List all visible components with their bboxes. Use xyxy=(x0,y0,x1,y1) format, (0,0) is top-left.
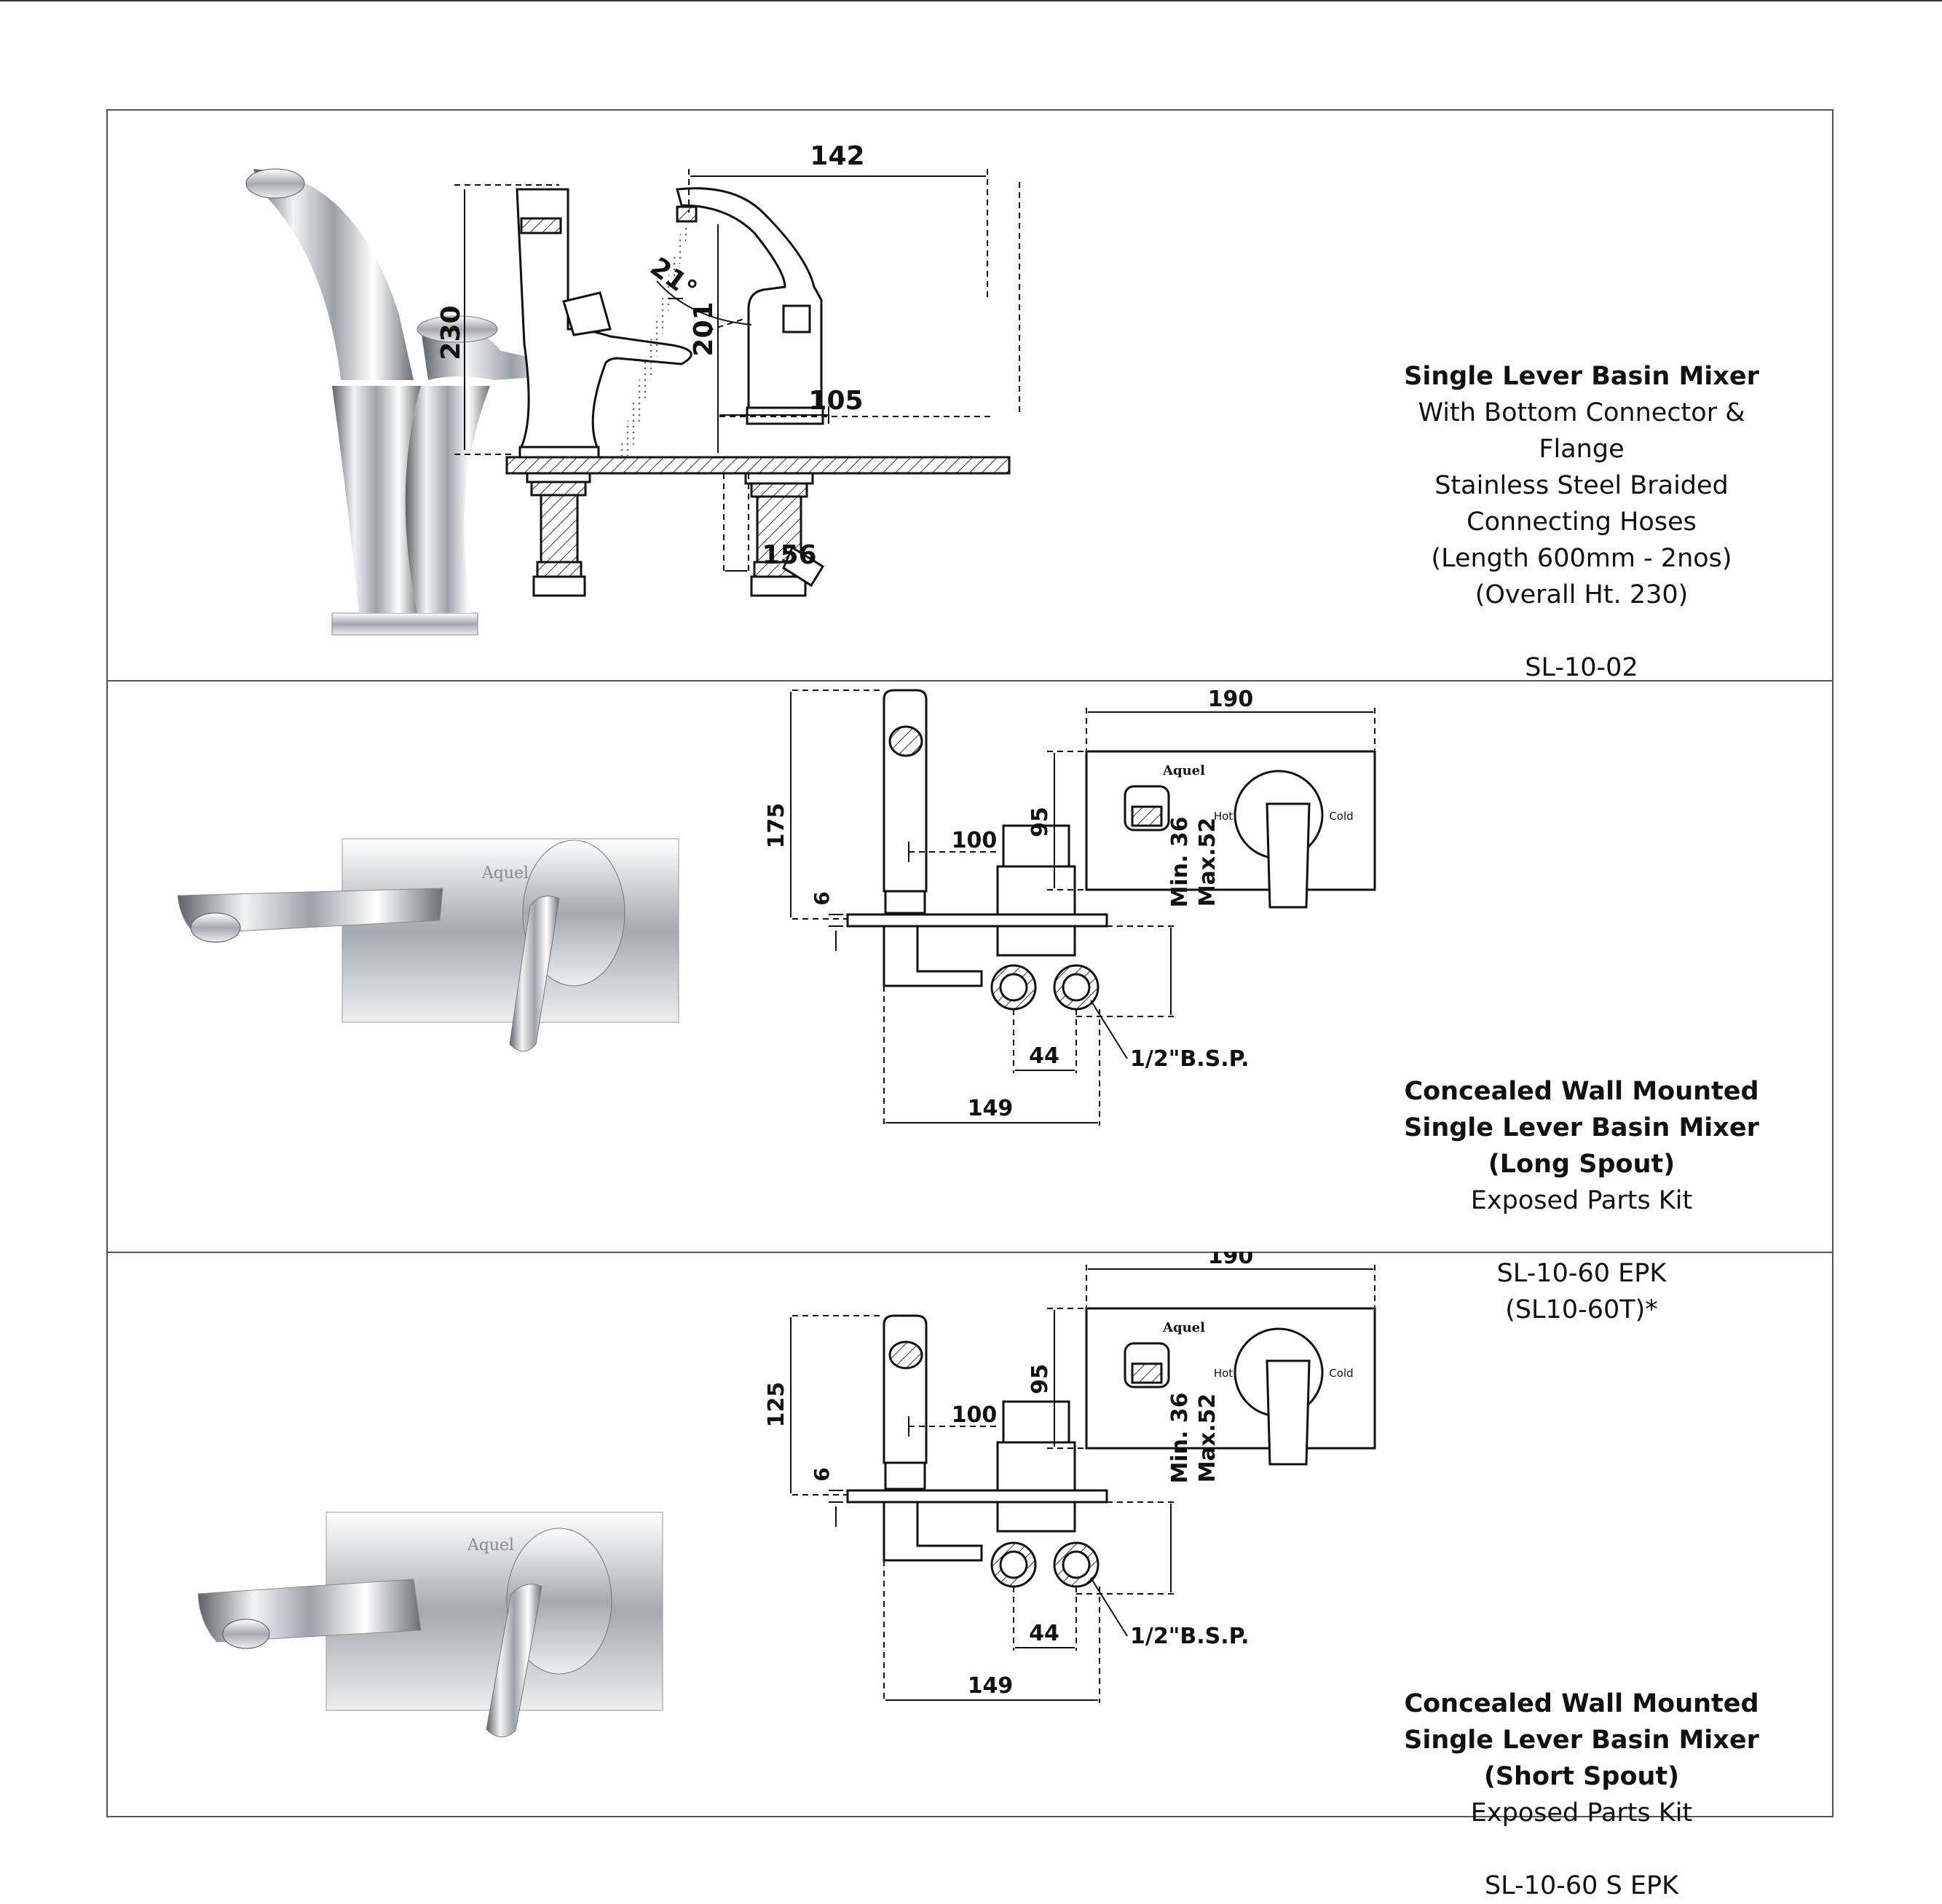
spec-line: (Overall Ht. 230) xyxy=(1475,580,1689,609)
catalog-frame: 230 142 201 105 156 21° Single Lever Bas… xyxy=(106,109,1834,1900)
plate-brand-logo: Aquel xyxy=(481,864,529,882)
hot-label: Hot xyxy=(1214,810,1233,823)
dim-height-230: 230 xyxy=(436,305,466,360)
front-plate-brand: Aquel xyxy=(1162,1320,1205,1335)
product-title: Concealed Wall Mounted xyxy=(1404,1077,1759,1106)
dim-body-width-149: 149 xyxy=(968,1096,1014,1121)
dim-inlet-spacing-44: 44 xyxy=(1029,1043,1059,1069)
dim-max-52: Max.52 xyxy=(1195,818,1220,907)
short-spout-technical-drawing xyxy=(846,1314,1108,1588)
long-spout-dimension-lines xyxy=(790,690,1375,1126)
cold-label: Cold xyxy=(1329,810,1353,823)
dim-plate-height-95: 95 xyxy=(1027,1364,1053,1394)
row-divider xyxy=(108,680,1832,682)
product-title: Single Lever Basin Mixer xyxy=(1404,362,1759,391)
dim-plate-width-190: 190 xyxy=(1208,687,1254,712)
spec-line: Stainless Steel Braided xyxy=(1434,471,1729,500)
basin-mixer-description: Single Lever Basin Mixer With Bottom Con… xyxy=(1378,358,1785,686)
dim-thread-bsp: 1/2"B.S.P. xyxy=(1130,1624,1249,1649)
basin-mixer-dimension-lines xyxy=(454,169,1020,574)
spec-line: Exposed Parts Kit xyxy=(1470,1186,1693,1215)
dim-spout-height-175: 175 xyxy=(764,803,789,849)
dim-spacing-156: 156 xyxy=(762,540,816,570)
dim-width-142: 142 xyxy=(810,141,864,171)
product-title: (Short Spout) xyxy=(1483,1762,1680,1791)
row-divider xyxy=(108,1252,1832,1253)
short-spout-dimension-lines xyxy=(790,1265,1375,1703)
short-spout-description: Concealed Wall Mounted Single Lever Basi… xyxy=(1378,1686,1785,1904)
dim-plate-height-95: 95 xyxy=(1027,807,1053,837)
basin-mixer-technical-drawing xyxy=(505,187,1011,597)
long-spout-photo: Aquel xyxy=(177,838,679,1052)
product-title: (Long Spout) xyxy=(1488,1150,1675,1179)
short-spout-photo: Aquel xyxy=(197,1512,663,1737)
dim-plate-thickness-6: 6 xyxy=(810,1467,834,1481)
product-code: SL-10-60 S EPK xyxy=(1484,1871,1679,1900)
product-code: SL-10-60 EPK xyxy=(1496,1259,1667,1288)
product-title: Single Lever Basin Mixer xyxy=(1404,1113,1759,1142)
dim-min-36: Min. 36 xyxy=(1167,1392,1193,1483)
spec-line: (Length 600mm - 2nos) xyxy=(1431,544,1732,573)
product-row-concealed-short-spout: Aquel xyxy=(108,1252,1832,1900)
spec-line: Exposed Parts Kit xyxy=(1470,1798,1693,1828)
product-title: Concealed Wall Mounted xyxy=(1404,1689,1759,1718)
dim-plate-thickness-6: 6 xyxy=(810,891,834,905)
dim-spout-height-201: 201 xyxy=(689,301,719,356)
hot-label: Hot xyxy=(1214,1367,1233,1380)
basin-mixer-artwork: 230 142 201 105 156 21° xyxy=(245,141,1020,636)
dim-body-width-149: 149 xyxy=(968,1673,1014,1699)
dim-spout-reach-100: 100 xyxy=(952,1402,998,1428)
plate-brand-logo: Aquel xyxy=(467,1536,514,1555)
spec-line: Connecting Hoses xyxy=(1467,507,1697,537)
spec-line: With Bottom Connector & Flange xyxy=(1418,398,1745,464)
short-spout-artwork: Aquel xyxy=(197,1252,1376,1737)
product-code: SL-10-02 xyxy=(1525,653,1638,682)
dim-spout-reach-100: 100 xyxy=(952,828,998,853)
dim-plate-width-190: 190 xyxy=(1208,1252,1254,1269)
dim-inlet-spacing-44: 44 xyxy=(1029,1621,1059,1646)
long-spout-artwork: Aquel xyxy=(177,687,1376,1126)
front-plate-brand: Aquel xyxy=(1162,763,1205,778)
dim-max-52: Max.52 xyxy=(1195,1394,1220,1483)
product-title: Single Lever Basin Mixer xyxy=(1404,1726,1759,1755)
product-alt-code: (SL10-60T)* xyxy=(1505,1295,1658,1324)
long-spout-technical-drawing xyxy=(846,689,1108,1011)
basin-mixer-photo xyxy=(245,168,603,636)
product-row-concealed-long-spout: Aquel xyxy=(108,680,1832,1324)
long-spout-description: Concealed Wall Mounted Single Lever Basi… xyxy=(1378,1073,1785,1328)
cold-label: Cold xyxy=(1329,1367,1353,1380)
product-row-basin-mixer: 230 142 201 105 156 21° Single Lever Bas… xyxy=(108,111,1832,682)
short-spout-plate-front-view xyxy=(1085,1307,1376,1466)
top-rule xyxy=(0,0,1942,1)
dim-reach-105: 105 xyxy=(808,386,863,416)
long-spout-plate-front-view xyxy=(1085,750,1376,909)
dim-thread-bsp: 1/2"B.S.P. xyxy=(1130,1046,1249,1072)
dim-min-36: Min. 36 xyxy=(1167,816,1193,907)
dim-spout-height-125: 125 xyxy=(764,1382,789,1428)
